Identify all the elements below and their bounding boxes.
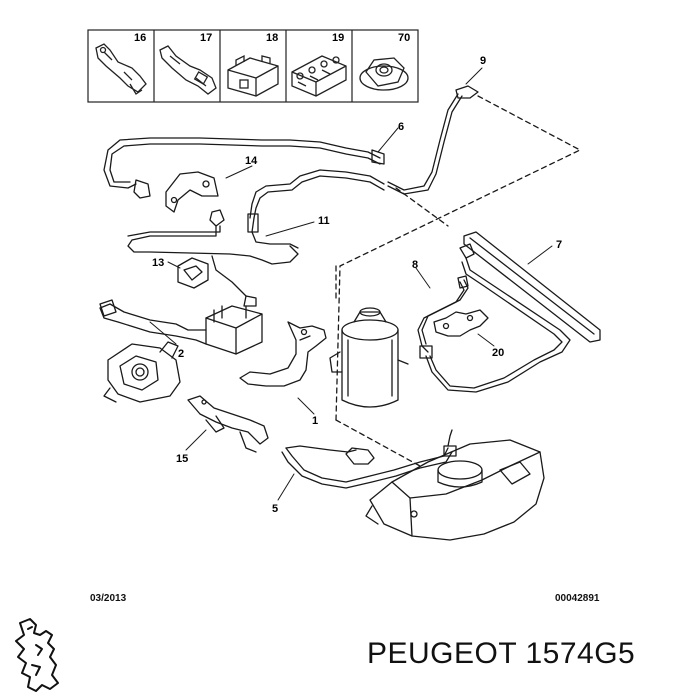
callout-15: 15 (176, 453, 188, 465)
callout-7: 7 (556, 239, 562, 251)
connector-block-icon (227, 54, 279, 97)
filter-canister (329, 307, 409, 408)
callouts: 9 6 14 11 7 13 8 20 2 1 15 5 (152, 55, 562, 515)
thumbnail-strip (87, 29, 419, 103)
callout-20: 20 (492, 347, 504, 359)
fuel-filter (205, 305, 263, 355)
diagram-date: 03/2013 (90, 593, 127, 604)
leader-lines (149, 67, 553, 501)
clip-13 (177, 257, 209, 289)
thumbnail-19[interactable]: 19 (291, 32, 347, 97)
callout-5: 5 (272, 503, 278, 515)
bracket-14 (165, 171, 219, 213)
brand-part-number: PEUGEOT 1574G5 (367, 637, 636, 670)
bracket-20 (433, 309, 489, 337)
callout-9: 9 (480, 55, 486, 67)
dashed-outline (335, 95, 581, 467)
callout-1: 1 (312, 415, 318, 427)
callout-13: 13 (152, 257, 164, 269)
thumbnail-18[interactable]: 18 (227, 32, 279, 97)
long-clip-icon (159, 45, 217, 95)
thumbnail-18-number: 18 (266, 32, 278, 44)
thumbnail-70[interactable]: 70 (359, 32, 410, 91)
thumbnail-16-number: 16 (134, 32, 146, 44)
fuel-pipe-8 (417, 275, 469, 359)
callout-14: 14 (245, 155, 258, 167)
callout-2: 2 (178, 348, 184, 360)
thumbnail-17[interactable]: 17 (159, 32, 217, 95)
injection-pump (103, 341, 181, 403)
fuel-line-drawing (99, 67, 601, 541)
fuel-pipe-5 (281, 429, 457, 489)
fuel-pipe-6 (103, 137, 385, 219)
thumbnail-70-number: 70 (398, 32, 410, 44)
callout-6: 6 (398, 121, 404, 133)
bracket-15 (187, 395, 269, 453)
thumbnail-16[interactable]: 16 (95, 32, 147, 95)
callout-8: 8 (412, 259, 418, 271)
flange-nut-icon (359, 57, 409, 91)
fuel-pipe-11 (127, 209, 299, 307)
thumbnail-19-number: 19 (332, 32, 344, 44)
callout-11: 11 (318, 215, 330, 227)
peugeot-lion-logo-icon (15, 618, 59, 692)
fuel-pipe-2 (99, 299, 207, 345)
fuel-tank (365, 439, 545, 541)
thumbnail-17-number: 17 (200, 32, 212, 44)
fuel-rail-7 (425, 231, 601, 393)
bracket-clip-icon (95, 43, 147, 95)
diagram-reference: 00042891 (555, 593, 600, 604)
bracket-1 (239, 321, 327, 387)
multi-clip-icon (291, 55, 347, 97)
